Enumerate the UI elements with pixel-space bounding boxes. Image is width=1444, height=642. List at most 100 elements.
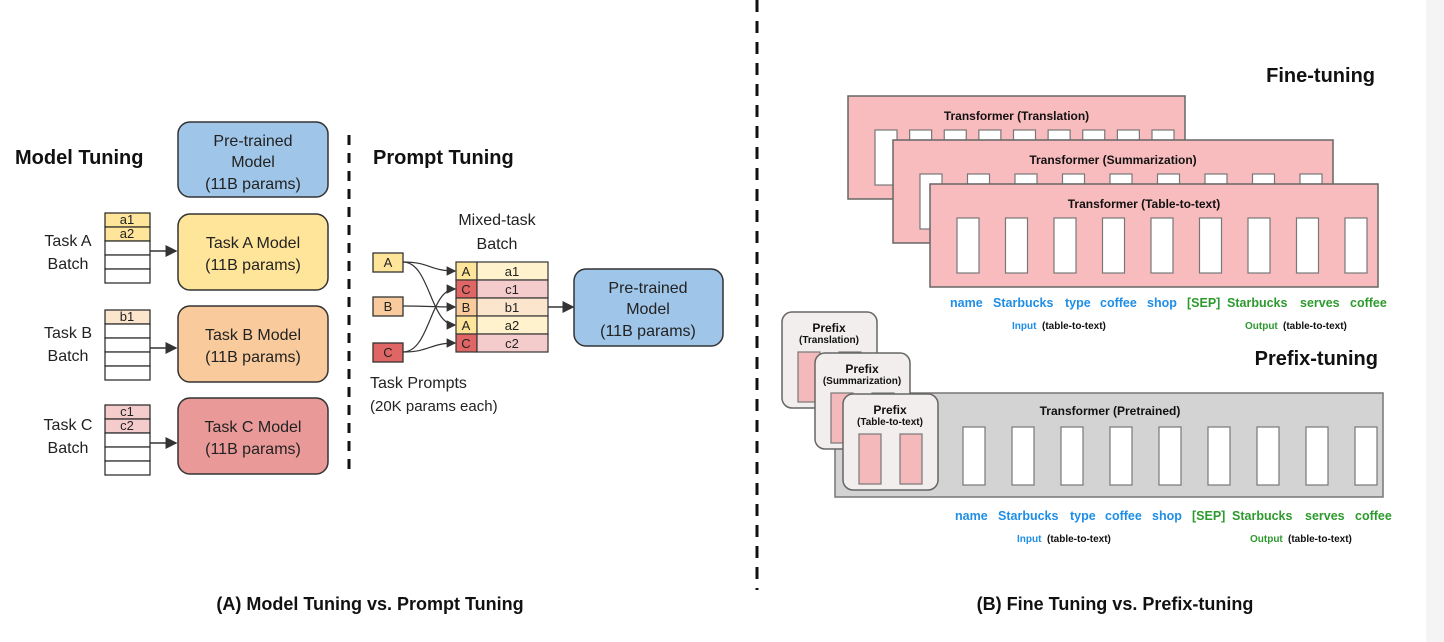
input-note: (table-to-text) <box>1047 534 1111 545</box>
input-token: Starbucks <box>993 296 1053 310</box>
task-batch-label: Task B <box>44 325 92 342</box>
prefix-task: (Summarization) <box>823 376 901 387</box>
token-slot <box>1251 173 1276 185</box>
token-slot <box>1198 217 1223 274</box>
token-slot <box>1014 173 1038 185</box>
task-model-box <box>177 213 329 291</box>
mixed-batch-title-1: Mixed-task <box>458 212 536 229</box>
batch-row <box>104 268 151 284</box>
input-token: coffee <box>1105 509 1142 523</box>
token-slot <box>1299 173 1323 185</box>
output-note: (table-to-text) <box>1288 534 1352 545</box>
prefix-card: Prefix(Table-to-text) <box>842 393 939 491</box>
token-slot <box>1295 217 1320 274</box>
batch-row <box>104 323 151 339</box>
mixed-batch-example-label: a1 <box>505 264 519 279</box>
prompt-arrow <box>402 302 457 312</box>
token-slot <box>956 217 980 274</box>
batch-row <box>104 337 151 353</box>
batch-row-label: c1 <box>120 404 134 419</box>
pretrained-right-line-3: (11B params) <box>600 323 696 340</box>
output-token: coffee <box>1350 296 1387 310</box>
task-batch-label: Batch <box>48 348 89 365</box>
mixed-batch-task-label: A <box>462 264 471 279</box>
prompt-arrow <box>402 261 457 276</box>
mixed-batch-task-label: B <box>462 300 471 315</box>
input-token: Starbucks <box>998 509 1058 523</box>
token-slot <box>1004 217 1029 274</box>
transformer-title: Transformer (Table-to-text) <box>1068 197 1220 211</box>
token-slot <box>978 129 1002 141</box>
token-slot <box>1060 426 1084 486</box>
task-batch-label: Batch <box>48 256 89 273</box>
prefix-title: Prefix <box>812 321 846 335</box>
token-slot <box>1061 173 1086 185</box>
pretrained-transformer-title: Transformer (Pretrained) <box>1040 404 1181 418</box>
output-note: (table-to-text) <box>1283 321 1347 332</box>
input-token: type <box>1065 296 1091 310</box>
token-slot <box>1207 426 1231 486</box>
output-token: [SEP] <box>1192 509 1225 523</box>
token-slot <box>1109 173 1133 185</box>
output-token: serves <box>1305 509 1345 523</box>
task-model-params: (11B params) <box>205 441 301 458</box>
transformer-title: Transformer (Summarization) <box>1029 153 1196 167</box>
model-tuning-title: Model Tuning <box>15 147 144 169</box>
token-slot <box>1158 426 1182 486</box>
token-slot <box>1101 217 1126 274</box>
token-slot <box>1150 217 1174 274</box>
fine-tuning-title: Fine-tuning <box>1266 65 1375 87</box>
output-token: [SEP] <box>1187 296 1220 310</box>
output-token: Starbucks <box>1227 296 1287 310</box>
prompt-arrow <box>402 284 457 353</box>
token-slot <box>1012 129 1037 141</box>
mixed-batch-example-label: a2 <box>505 318 519 333</box>
prompt-arrow <box>402 261 457 330</box>
task-model-params: (11B params) <box>205 257 301 274</box>
task-prompt-label: C <box>383 345 392 360</box>
task-prompts-params: (20K params each) <box>370 398 498 415</box>
task-prompts-label: Task Prompts <box>370 375 467 392</box>
pretrained-line-3: (11B params) <box>205 176 301 193</box>
output-token: serves <box>1300 296 1340 310</box>
token-slot <box>1109 426 1133 486</box>
token-slot <box>962 426 986 486</box>
token-slot <box>1247 217 1271 274</box>
pretrained-model-box: Pre-trained Model (11B params) <box>177 121 329 198</box>
input-label: Input <box>1017 534 1042 545</box>
batch-row <box>104 240 151 256</box>
input-token: shop <box>1147 296 1177 310</box>
token-slot <box>1305 426 1329 486</box>
output-token: coffee <box>1355 509 1392 523</box>
input-token: coffee <box>1100 296 1137 310</box>
prefix-task: (Table-to-text) <box>857 417 923 428</box>
task-model-params: (11B params) <box>205 349 301 366</box>
task-model-name: Task A Model <box>206 235 300 252</box>
input-note: (table-to-text) <box>1042 321 1106 332</box>
output-label: Output <box>1245 321 1278 332</box>
token-slot <box>1011 426 1035 486</box>
prefix-title: Prefix <box>845 362 879 376</box>
task-prompt-label: A <box>384 255 393 270</box>
mixed-batch-example-cell <box>476 333 549 353</box>
token-slot <box>1354 426 1378 486</box>
mixed-batch-task-label: C <box>461 336 470 351</box>
pretrained-line-1: Pre-trained <box>213 133 292 150</box>
mixed-batch-example-label: b1 <box>505 300 519 315</box>
task-model-name: Task B Model <box>205 327 301 344</box>
batch-row <box>104 254 151 270</box>
batch-row <box>104 432 151 448</box>
token-slot <box>1053 217 1077 274</box>
batch-row-label: c2 <box>120 418 134 433</box>
mixed-batch-task-label: C <box>461 282 470 297</box>
mixed-batch-task-label: A <box>462 318 471 333</box>
token-slot <box>1116 129 1140 141</box>
caption-a: (A) Model Tuning vs. Prompt Tuning <box>216 594 523 614</box>
pretrained-line-2: Model <box>231 154 275 171</box>
token-slot <box>1204 173 1228 185</box>
right-edge-strip <box>1426 0 1444 642</box>
prefix-vector <box>858 433 882 485</box>
transformer-title: Transformer (Translation) <box>944 109 1089 123</box>
